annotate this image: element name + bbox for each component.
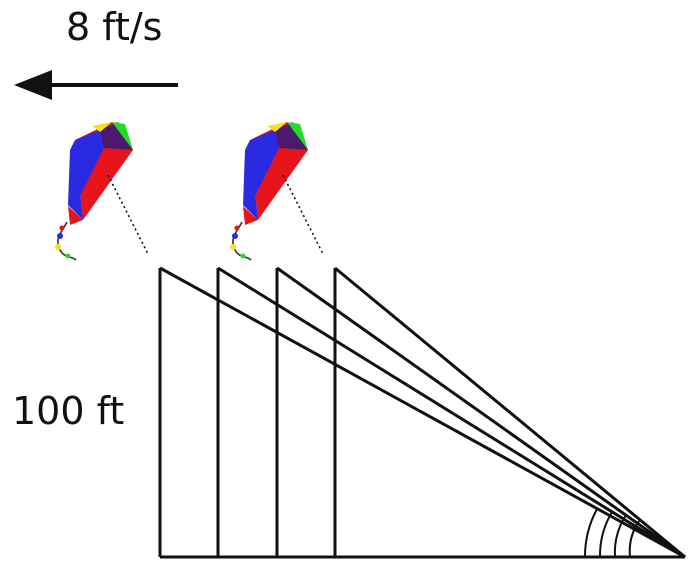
angle-arc-icon [583, 508, 640, 558]
kite-string-line [276, 266, 686, 559]
kite-icon [230, 122, 324, 261]
speed-label: 8 ft/s [66, 5, 163, 49]
height-label: 100 ft [12, 389, 125, 433]
kite-string-line [334, 266, 686, 559]
kite-string-line [217, 266, 686, 559]
direction-arrow-icon [14, 70, 178, 100]
kite-string-line [159, 266, 686, 559]
kite-icon [55, 122, 149, 261]
